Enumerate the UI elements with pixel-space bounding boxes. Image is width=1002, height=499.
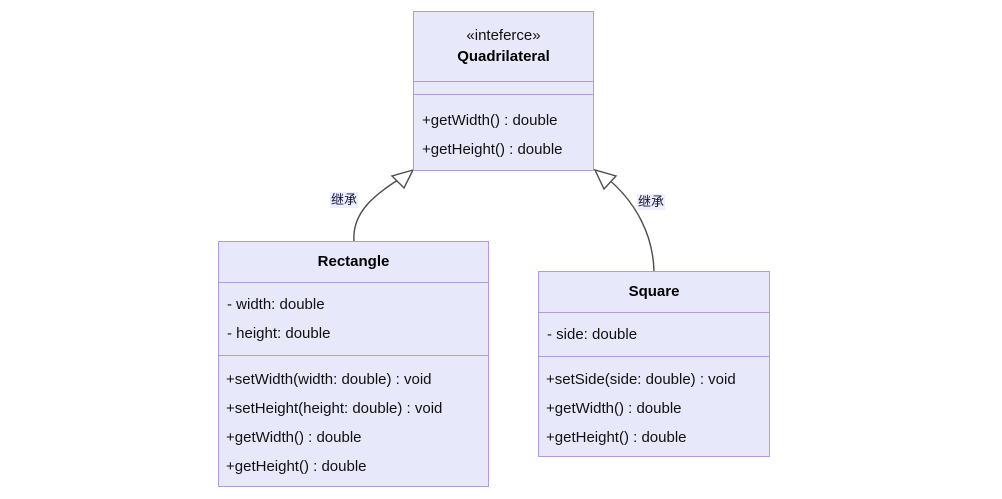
class-name-square: Square — [628, 283, 680, 300]
class-attributes-quadrilateral — [414, 81, 593, 94]
class-box-quadrilateral[interactable]: «inteferce» Quadrilateral +getWidth() : … — [413, 11, 594, 171]
edge-label-square-inheritance: 继承 — [637, 194, 666, 210]
class-methods-quadrilateral: +getWidth() : double +getHeight() : doub… — [414, 94, 593, 170]
class-name-quadrilateral: Quadrilateral — [457, 47, 550, 65]
class-method: +getHeight() : double — [546, 429, 687, 446]
class-attribute: - height: double — [227, 325, 331, 342]
class-method: +getWidth() : double — [422, 111, 558, 129]
edge-rectangle-to-quadrilateral-line — [353, 177, 402, 242]
edge-label-rectangle-inheritance: 继承 — [330, 192, 359, 208]
class-method: +getHeight() : double — [422, 140, 563, 158]
class-name-rectangle: Rectangle — [317, 253, 390, 270]
class-method: +getWidth() : double — [546, 400, 682, 417]
class-box-square[interactable]: Square - side: double +setSide(side: dou… — [538, 271, 770, 457]
class-method: +getHeight() : double — [226, 458, 367, 475]
class-header-rectangle: Rectangle — [219, 242, 488, 282]
class-methods-rectangle: +setWidth(width: double) : void +setHeig… — [219, 355, 488, 486]
class-attributes-square: - side: double — [539, 312, 769, 356]
class-method: +setSide(side: double) : void — [546, 371, 736, 388]
class-header-square: Square — [539, 272, 769, 312]
class-header-quadrilateral: «inteferce» Quadrilateral — [414, 12, 593, 81]
class-attribute: - width: double — [227, 296, 325, 313]
class-attributes-rectangle: - width: double - height: double — [219, 282, 488, 355]
edge-rectangle-to-quadrilateral-arrowhead — [390, 168, 415, 190]
edge-square-to-quadrilateral-arrowhead — [593, 168, 618, 191]
class-stereotype-quadrilateral: «inteferce» — [466, 26, 541, 44]
class-attribute: - side: double — [547, 326, 638, 343]
class-box-rectangle[interactable]: Rectangle - width: double - height: doub… — [218, 241, 489, 487]
class-method: +setWidth(width: double) : void — [226, 371, 432, 388]
class-method: +getWidth() : double — [226, 429, 362, 446]
class-methods-square: +setSide(side: double) : void +getWidth(… — [539, 356, 769, 456]
class-method: +setHeight(height: double) : void — [226, 400, 443, 417]
edge-square-to-quadrilateral-line — [606, 177, 655, 272]
